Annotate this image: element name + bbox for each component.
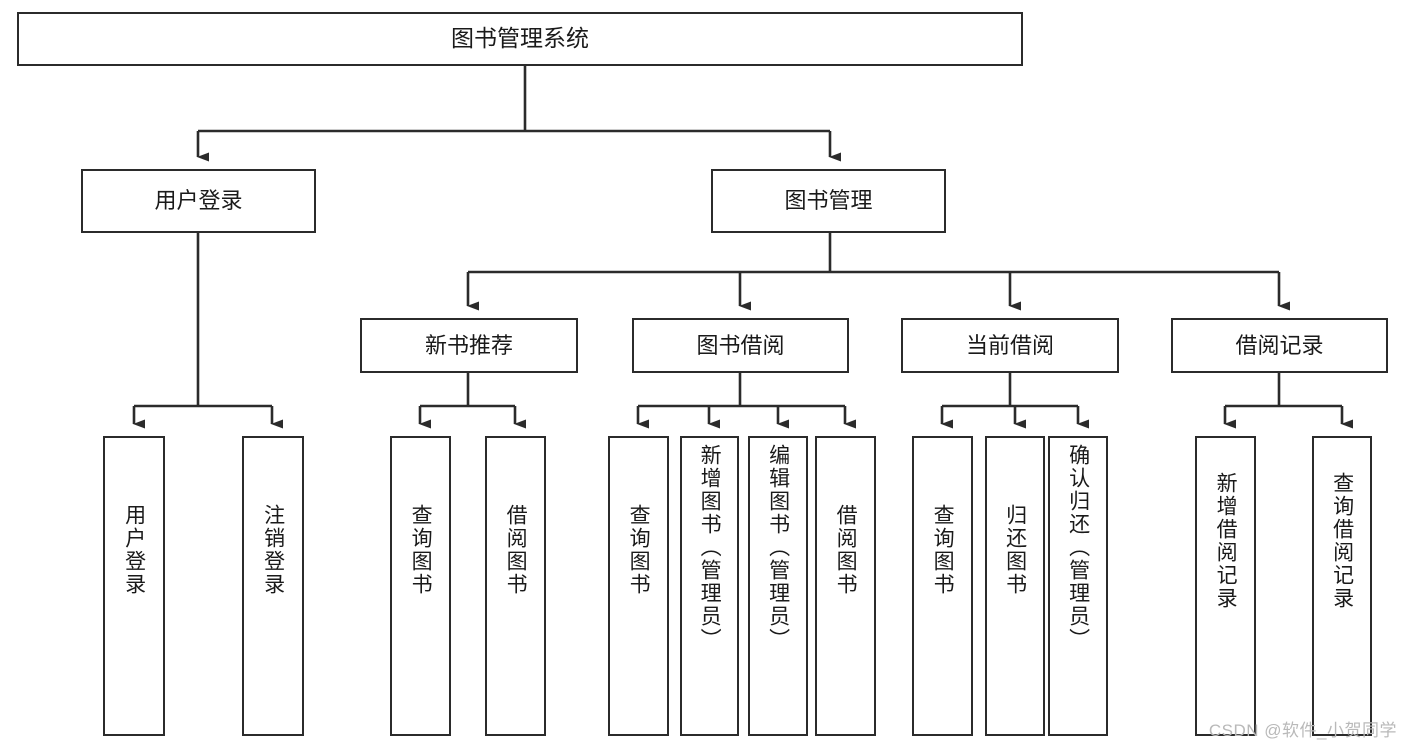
node-leaf-query-record[interactable]: 查询借阅记录: [1312, 436, 1372, 736]
node-new-book-recommend-label: 新书推荐: [424, 332, 513, 358]
node-leaf-user-login[interactable]: 用户登录: [103, 436, 165, 736]
node-leaf-query-book-1[interactable]: 查询图书: [390, 436, 451, 736]
node-borrow-record[interactable]: 借阅记录: [1171, 318, 1388, 373]
node-leaf-confirm-return-label: 确认归还（管理员）: [1066, 444, 1090, 651]
node-leaf-add-record-label: 新增借阅记录: [1214, 472, 1238, 610]
node-root-label: 图书管理系统: [451, 25, 589, 52]
node-leaf-edit-book[interactable]: 编辑图书（管理员）: [748, 436, 808, 736]
node-leaf-return-book-label: 归还图书: [1003, 504, 1027, 596]
node-root[interactable]: 图书管理系统: [17, 12, 1023, 66]
node-leaf-borrow-book-2[interactable]: 借阅图书: [815, 436, 876, 736]
node-leaf-query-book-2-label: 查询图书: [627, 504, 651, 596]
node-leaf-query-book-3[interactable]: 查询图书: [912, 436, 973, 736]
watermark: CSDN @软件_小贺同学: [1208, 721, 1397, 740]
node-leaf-query-book-1-label: 查询图书: [409, 504, 433, 596]
node-book-manage[interactable]: 图书管理: [711, 169, 946, 233]
node-leaf-user-logout[interactable]: 注销登录: [242, 436, 304, 736]
node-leaf-borrow-book-2-label: 借阅图书: [834, 504, 858, 596]
node-borrow-record-label: 借阅记录: [1235, 332, 1324, 358]
node-leaf-borrow-book-1[interactable]: 借阅图书: [485, 436, 546, 736]
node-current-borrow-label: 当前借阅: [965, 332, 1054, 358]
node-leaf-user-login-label: 用户登录: [122, 504, 146, 596]
node-leaf-user-logout-label: 注销登录: [261, 504, 285, 596]
node-book-borrow-label: 图书借阅: [696, 332, 785, 358]
node-leaf-edit-book-label: 编辑图书（管理员）: [766, 444, 790, 651]
node-user-login[interactable]: 用户登录: [81, 169, 316, 233]
node-leaf-confirm-return[interactable]: 确认归还（管理员）: [1048, 436, 1108, 736]
node-current-borrow[interactable]: 当前借阅: [901, 318, 1119, 373]
node-leaf-add-book[interactable]: 新增图书（管理员）: [680, 436, 739, 736]
node-leaf-borrow-book-1-label: 借阅图书: [504, 504, 528, 596]
node-leaf-query-record-label: 查询借阅记录: [1330, 472, 1354, 610]
node-book-borrow[interactable]: 图书借阅: [632, 318, 849, 373]
node-user-login-label: 用户登录: [154, 188, 243, 214]
node-leaf-return-book[interactable]: 归还图书: [985, 436, 1045, 736]
node-leaf-query-book-2[interactable]: 查询图书: [608, 436, 669, 736]
node-leaf-add-book-label: 新增图书（管理员）: [698, 444, 722, 651]
node-new-book-recommend[interactable]: 新书推荐: [360, 318, 578, 373]
node-book-manage-label: 图书管理: [784, 188, 873, 214]
node-leaf-add-record[interactable]: 新增借阅记录: [1195, 436, 1256, 736]
node-leaf-query-book-3-label: 查询图书: [931, 504, 955, 596]
